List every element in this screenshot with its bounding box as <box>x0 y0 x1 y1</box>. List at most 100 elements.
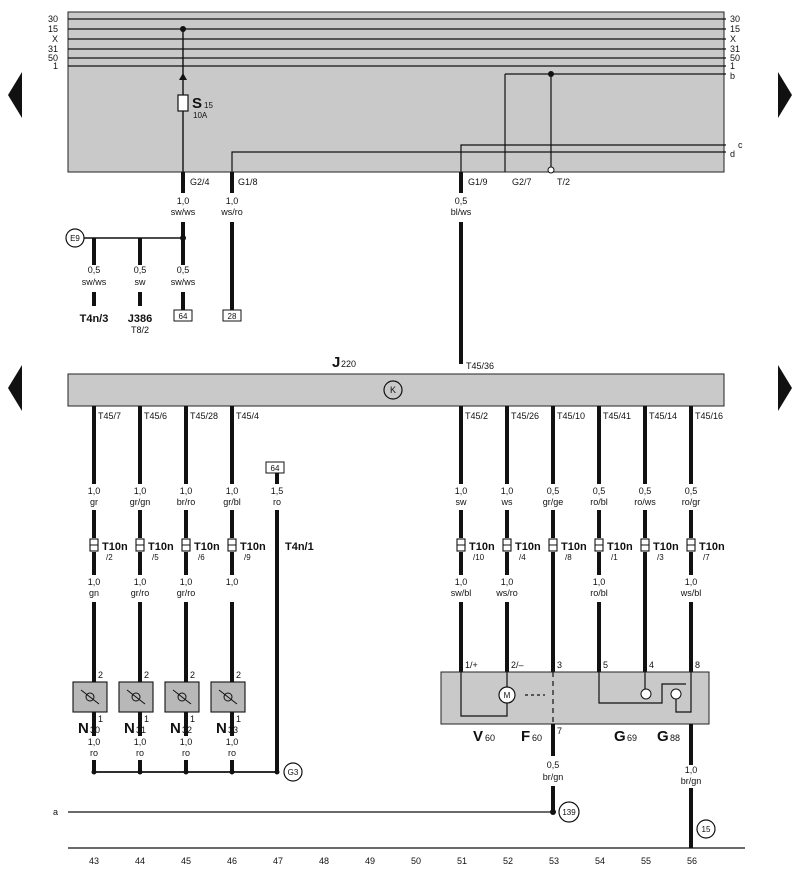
nav-left-arrow-middle[interactable] <box>8 365 22 411</box>
ref-box-28[interactable] <box>222 309 242 322</box>
rail-label-30-r: 30 <box>730 14 740 24</box>
ground-15 <box>696 819 716 839</box>
left-size2-2: 1,0 <box>180 577 193 587</box>
track-number-53: 53 <box>549 856 559 866</box>
bottom-wires <box>551 724 693 848</box>
ecu-j220-bar <box>67 373 725 407</box>
right-conn-pin-4: /3 <box>657 553 664 562</box>
left-comp-num-1: 31 <box>136 725 146 735</box>
rail-labels-left: 30 15 X 31 50 1 <box>48 14 58 71</box>
right-size2-1: 1,0 <box>501 577 514 587</box>
left-comp-num-2: 32 <box>182 725 192 735</box>
track-number-50: 50 <box>411 856 421 866</box>
left-color1-2: br/ro <box>177 497 196 507</box>
left-bcolor-0: ro <box>90 748 98 758</box>
comp-g69: G <box>614 728 626 745</box>
e9-w1-size: 0,5 <box>88 265 101 275</box>
right-color1-1: ws <box>501 497 513 507</box>
line-c <box>231 151 726 172</box>
right-conn-pin-2: /8 <box>565 553 572 562</box>
nav-right-arrow-middle[interactable] <box>778 365 792 411</box>
open-terminal-t2 <box>547 166 555 174</box>
left-size2-3: 1,0 <box>226 577 239 587</box>
rail-label-1: 1 <box>53 61 58 71</box>
connector-t4n3: T4n/3 <box>80 313 109 325</box>
left-conn-1: T10n <box>148 541 174 553</box>
left-bsize-0: 1,0 <box>88 737 101 747</box>
e9-label: E9 <box>70 234 80 243</box>
connector-t82: T8/2 <box>131 325 149 335</box>
k-diagnostic-marker <box>383 380 403 400</box>
w3-color: bl/ws <box>451 207 472 217</box>
right-conn-pin-3: /1 <box>611 553 618 562</box>
panel-pin-1: 2/– <box>511 660 524 670</box>
right-color1-3: ro/bl <box>590 497 608 507</box>
comp-v-num: 60 <box>485 733 495 743</box>
nav-right-arrow-top[interactable] <box>778 72 792 118</box>
track-number-52: 52 <box>503 856 513 866</box>
e9-w3-color: sw/ws <box>171 277 196 287</box>
left-pin-bot-3: 1 <box>236 714 241 724</box>
motor-wire-plus <box>460 672 508 717</box>
left-bcolor-1: ro <box>136 748 144 758</box>
fuse-s15 <box>177 94 189 112</box>
comp-g88: G <box>657 728 669 745</box>
right-pin-1: T45/26 <box>511 411 539 421</box>
top-thick-wires <box>181 172 463 364</box>
fuse-name: S <box>192 95 202 112</box>
right-conn-pin-1: /4 <box>519 553 526 562</box>
gbus-j4 <box>229 769 235 775</box>
rail-label-1-r: 1 <box>730 61 735 71</box>
comp-g69-num: 69 <box>627 733 637 743</box>
left-comp-0: N <box>78 720 89 737</box>
left-pin-bot-0: 1 <box>98 714 103 724</box>
ground-139 <box>558 801 580 823</box>
gbus-j3 <box>183 769 189 775</box>
col47-connector: T4n/1 <box>285 541 314 553</box>
e9-w2-size: 0,5 <box>134 265 147 275</box>
track-number-47: 47 <box>273 856 283 866</box>
left-color1-0: gr <box>90 497 98 507</box>
track-number-56: 56 <box>687 856 697 866</box>
rail-label-15-r: 15 <box>730 24 740 34</box>
left-pin-1: T45/6 <box>144 411 167 421</box>
w53-size: 0,5 <box>547 760 560 770</box>
comp-f: F <box>521 728 530 745</box>
rail-label-50: 50 <box>48 53 58 63</box>
right-conn-1: T10n <box>515 541 541 553</box>
left-pin-top-2: 2 <box>190 670 195 680</box>
left-size1-1: 1,0 <box>134 486 147 496</box>
gbus-j1 <box>91 769 97 775</box>
injector-coil-icon-0 <box>85 692 95 702</box>
w1-color: sw/ws <box>171 207 196 217</box>
e9-w2-color: sw <box>135 277 147 287</box>
comp-f-pin: 7 <box>557 726 562 736</box>
right-color1-4: ro/ws <box>634 497 656 507</box>
injector-slash-2 <box>172 689 192 705</box>
panel-pin-0: 1/+ <box>465 660 478 670</box>
right-pin-5: T45/16 <box>695 411 723 421</box>
panel-pin-2: 3 <box>557 660 562 670</box>
left-comp-num-0: 30 <box>90 725 100 735</box>
panel-pin-3: 5 <box>603 660 608 670</box>
right-size1-0: 1,0 <box>455 486 468 496</box>
track-number-46: 46 <box>227 856 237 866</box>
gbus-j5 <box>274 769 280 775</box>
label-d: d <box>730 149 735 159</box>
left-pin-2: T45/28 <box>190 411 218 421</box>
junction-b <box>548 71 554 77</box>
central-electrics-panel <box>67 11 725 173</box>
left-comp-num-3: 33 <box>228 725 238 735</box>
pot-link <box>632 683 686 704</box>
injector-slash-3 <box>218 689 238 705</box>
left-size2-1: 1,0 <box>134 577 147 587</box>
left-conn-pin-3: /9 <box>244 553 251 562</box>
ref-box-64[interactable] <box>173 309 193 322</box>
col47-box-label: 64 <box>271 464 280 473</box>
right-size1-4: 0,5 <box>639 486 652 496</box>
nav-left-arrow-top[interactable] <box>8 72 22 118</box>
comp-f-num: 60 <box>532 733 542 743</box>
